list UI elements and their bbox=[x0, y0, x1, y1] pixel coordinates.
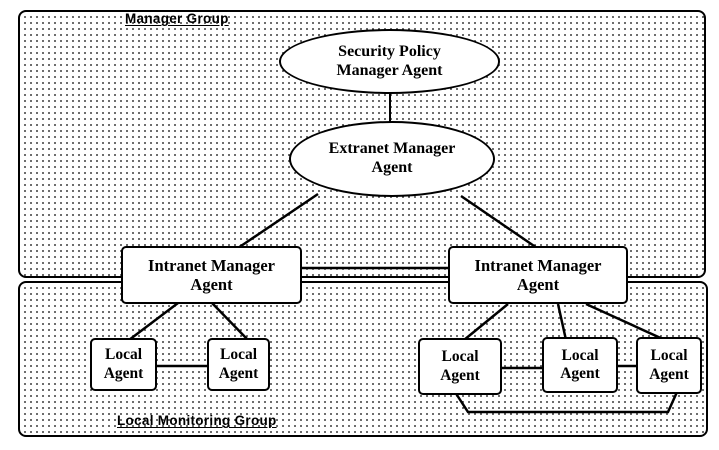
node-label-line: Intranet Manager bbox=[148, 255, 275, 275]
node-label-line: Agent bbox=[371, 159, 413, 176]
edge-intranetR-local5 bbox=[585, 302, 666, 342]
node-label-line: Local bbox=[219, 346, 258, 364]
node-label-line: Agent bbox=[649, 365, 689, 383]
node-label-line: Agent bbox=[440, 366, 480, 384]
node-label-line: Agent bbox=[560, 365, 600, 382]
node-label-line: Agent bbox=[190, 275, 233, 294]
node-label-line: Local bbox=[650, 347, 688, 365]
edge-local3-local5-bracket bbox=[453, 391, 679, 414]
node-local-agent-3: Local Agent bbox=[418, 338, 502, 395]
node-label-line: Agent bbox=[218, 364, 259, 382]
node-extranet-manager-agent: Extranet Manager Agent bbox=[289, 121, 495, 197]
node-label-line: Local bbox=[104, 346, 143, 364]
edge-intranetR-local4 bbox=[556, 303, 568, 341]
edge-intranetR-local3 bbox=[463, 303, 509, 341]
node-label-line: Local bbox=[561, 346, 599, 364]
node-local-agent-5: Local Agent bbox=[636, 337, 702, 394]
manager-group-label: Manager Group bbox=[125, 11, 229, 26]
edge-intranetL-local1 bbox=[128, 302, 179, 341]
node-local-agent-1: Local Agent bbox=[90, 338, 157, 391]
node-intranet-manager-agent-right: Intranet Manager Agent bbox=[448, 246, 628, 304]
edge-intranetL-local2 bbox=[211, 302, 249, 341]
node-label-line: Local bbox=[441, 348, 479, 366]
node-label-line: Agent bbox=[516, 275, 560, 294]
node-intranet-manager-agent-left: Intranet Manager Agent bbox=[121, 246, 302, 304]
edge-extranet-intranet-left bbox=[237, 192, 319, 250]
node-security-policy-manager-agent: Security Policy Manager Agent bbox=[279, 29, 500, 94]
node-label-line: Manager Agent bbox=[336, 61, 443, 79]
node-label-line: Security Policy bbox=[338, 42, 441, 60]
node-label-line: Intranet Manager bbox=[474, 255, 602, 275]
node-label-line: Extranet Manager bbox=[328, 140, 456, 158]
node-local-agent-2: Local Agent bbox=[207, 338, 270, 391]
node-label-line: Agent bbox=[103, 364, 144, 382]
edge-extranet-intranet-right bbox=[460, 194, 538, 250]
local-monitoring-group-label: Local Monitoring Group bbox=[117, 413, 277, 428]
node-local-agent-4: Local Agent bbox=[542, 337, 618, 393]
